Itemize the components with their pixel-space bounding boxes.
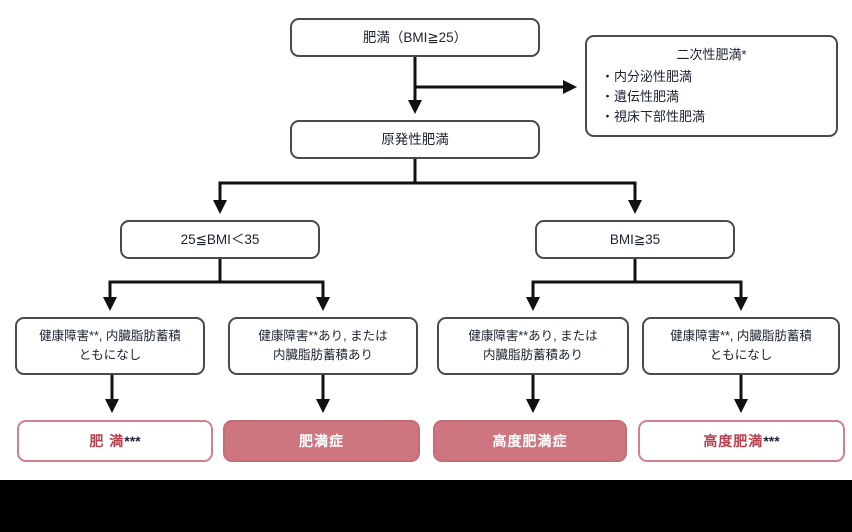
node-condition-present-left: 健康障害**あり, または 内臓脂肪蓄積あり: [228, 317, 418, 375]
node-primary-obesity-label: 原発性肥満: [381, 131, 449, 147]
node-condition-none-left: 健康障害**, 内臓脂肪蓄積 ともになし: [15, 317, 205, 375]
secondary-item-genetic: ・遺伝性肥満: [601, 89, 680, 105]
condition-line1: 健康障害**あり, または: [258, 329, 388, 344]
result-severe-obesity-asterisks: ***: [763, 433, 780, 449]
result-obesity: 肥 満***: [17, 420, 213, 462]
node-obesity-bmi25-label: 肥満（BMI≧25）: [362, 29, 468, 45]
node-condition-none-right: 健康障害**, 内臓脂肪蓄積 ともになし: [642, 317, 840, 375]
node-obesity-bmi25: 肥満（BMI≧25）: [290, 18, 540, 57]
secondary-item-endocrine: ・内分泌性肥満: [601, 69, 693, 85]
condition-line2: 内臓脂肪蓄積あり: [482, 348, 583, 362]
result-severe-obesity-disease: 高度肥満症: [433, 420, 627, 462]
result-severe-obesity-disease-label: 高度肥満症: [492, 433, 568, 449]
node-bmi-25-to-35: 25≦BMI＜35: [120, 220, 320, 259]
condition-line2: 内臓脂肪蓄積あり: [272, 348, 373, 362]
secondary-item-hypothalamic: ・視床下部性肥満: [601, 109, 706, 125]
bottom-black-bar: [0, 480, 852, 532]
node-condition-present-right: 健康障害**あり, または 内臓脂肪蓄積あり: [437, 317, 629, 375]
node-bmi-25-to-35-label: 25≦BMI＜35: [180, 231, 260, 247]
result-obesity-asterisks: ***: [124, 433, 141, 449]
condition-line2: ともになし: [709, 348, 773, 362]
result-severe-obesity: 高度肥満***: [638, 420, 845, 462]
condition-line1: 健康障害**, 内臓脂肪蓄積: [670, 329, 812, 344]
result-severe-obesity-label: 高度肥満: [703, 433, 764, 449]
condition-line1: 健康障害**あり, または: [468, 329, 598, 344]
node-secondary-obesity-title: 二次性肥満*: [676, 47, 747, 62]
node-secondary-obesity: 二次性肥満* ・内分泌性肥満 ・遺伝性肥満 ・視床下部性肥満: [585, 35, 838, 137]
result-obesity-disease-label: 肥満症: [299, 433, 344, 449]
node-primary-obesity: 原発性肥満: [290, 120, 540, 159]
result-obesity-label: 肥 満: [89, 433, 125, 449]
condition-line2: ともになし: [78, 348, 142, 362]
condition-line1: 健康障害**, 内臓脂肪蓄積: [39, 329, 181, 344]
node-bmi-over-35: BMI≧35: [535, 220, 735, 259]
node-bmi-over-35-label: BMI≧35: [609, 231, 661, 247]
result-obesity-disease: 肥満症: [223, 420, 420, 462]
